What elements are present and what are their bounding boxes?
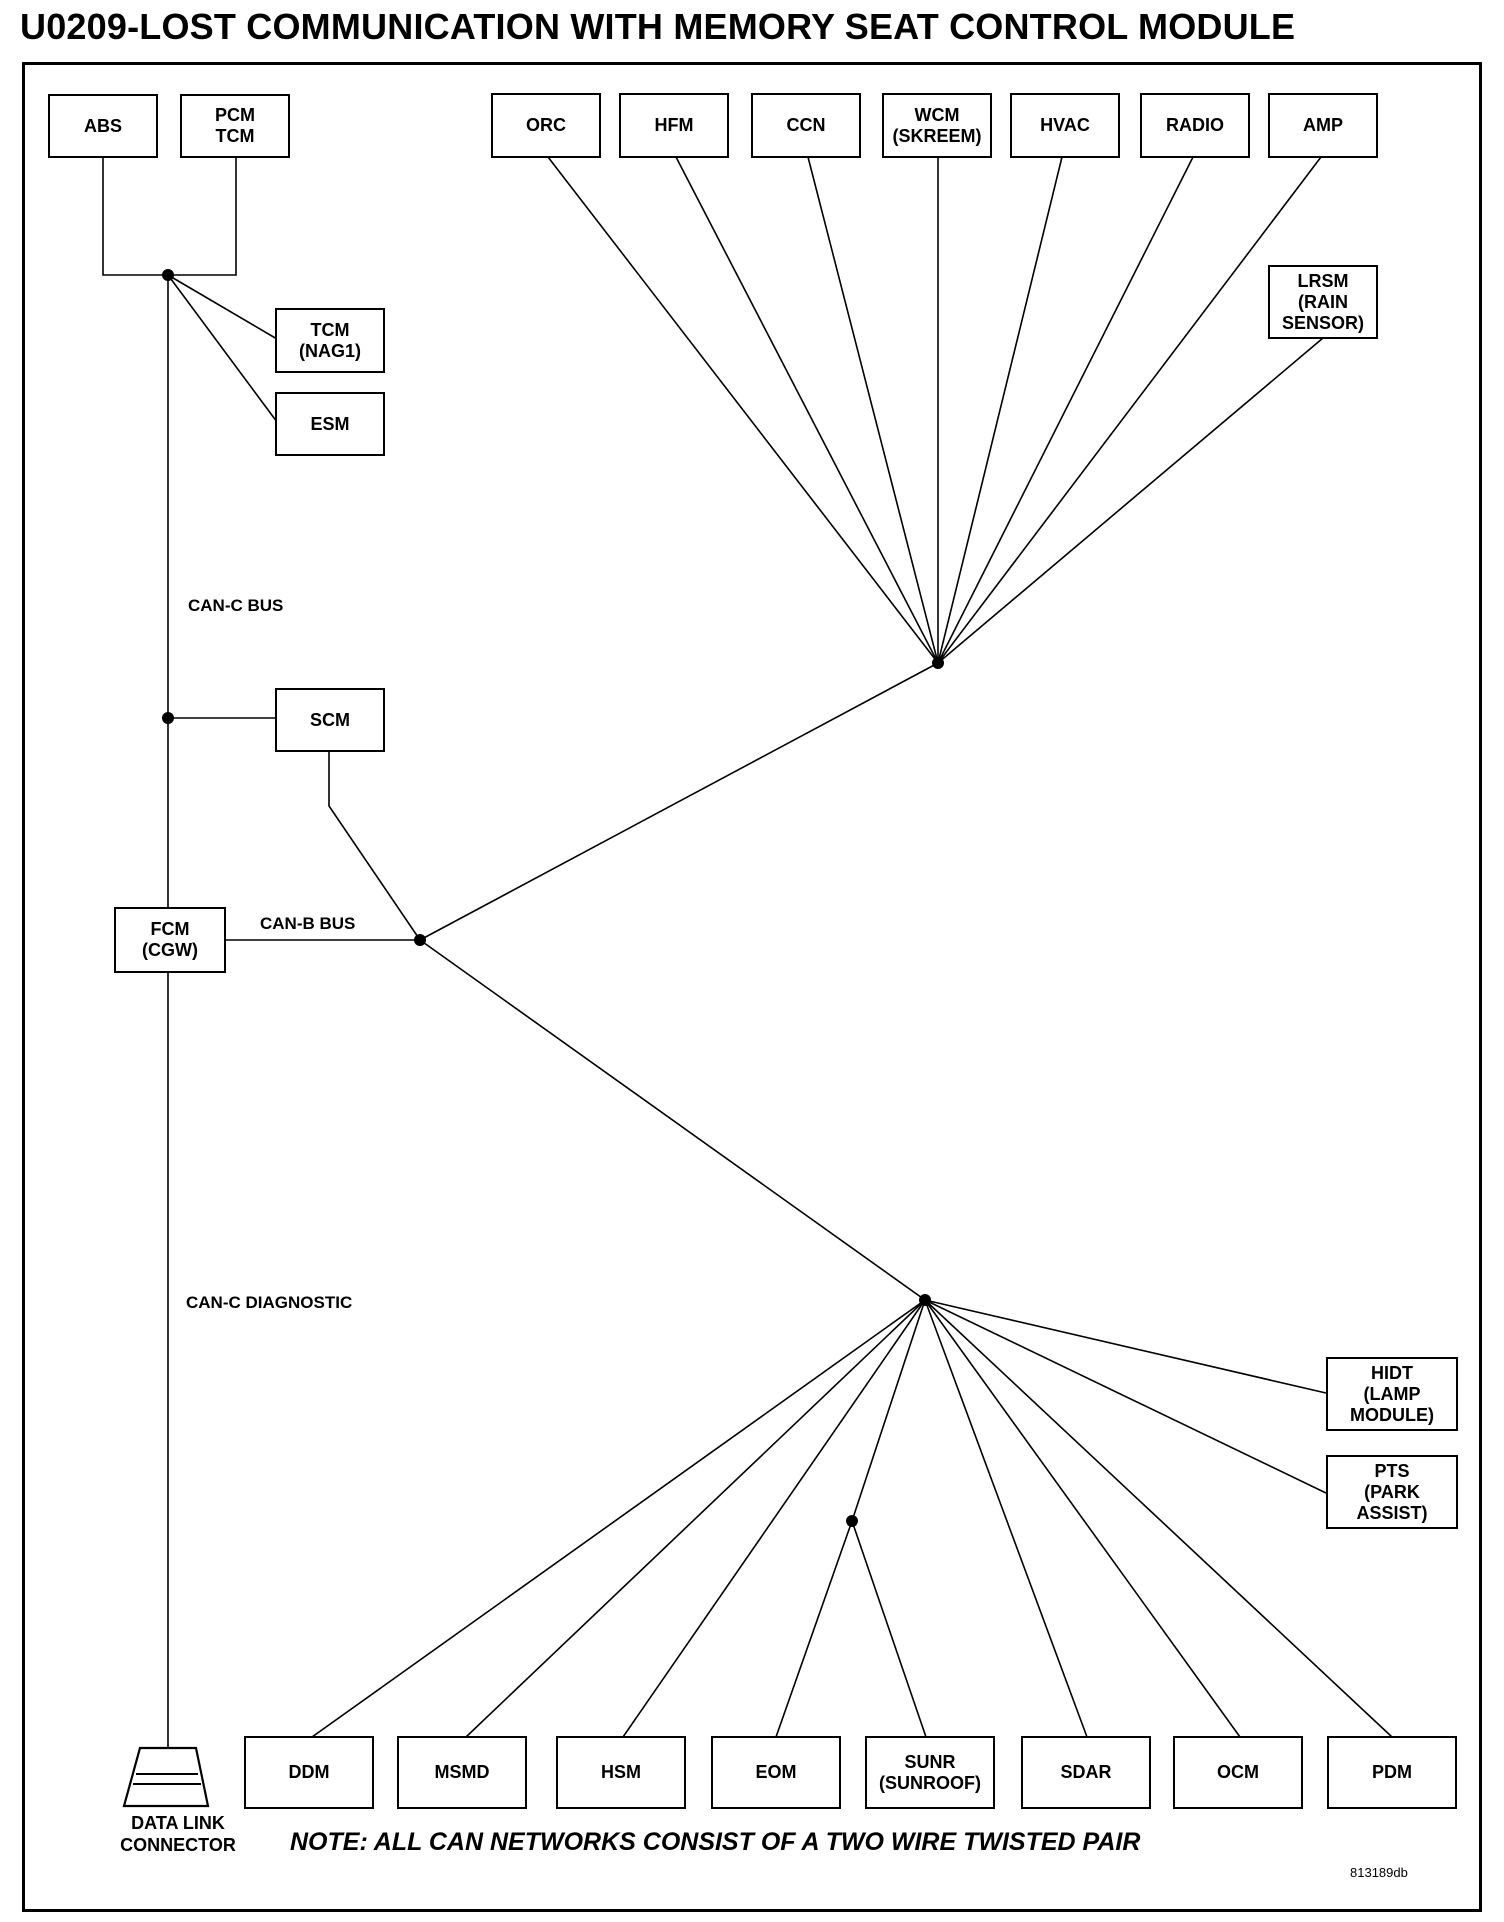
splice-can-c-top — [162, 269, 174, 281]
module-ocm[interactable]: OCM — [1173, 1736, 1303, 1809]
wire-eom-sunr-branch — [851, 1299, 926, 1522]
wire-hsm — [622, 1299, 926, 1738]
module-fcm-cgw[interactable]: FCM (CGW) — [114, 907, 226, 973]
module-orc[interactable]: ORC — [491, 93, 601, 158]
wire-radio — [937, 156, 1194, 664]
wire-abs — [102, 157, 168, 276]
note-text: NOTE: ALL CAN NETWORKS CONSIST OF A TWO … — [290, 1828, 1141, 1856]
module-pdm[interactable]: PDM — [1327, 1736, 1457, 1809]
module-hsm[interactable]: HSM — [556, 1736, 686, 1809]
splice-eom-sunr — [846, 1515, 858, 1527]
wire-msmd — [465, 1299, 926, 1738]
module-esm[interactable]: ESM — [275, 392, 385, 456]
module-hfm[interactable]: HFM — [619, 93, 729, 158]
module-hvac[interactable]: HVAC — [1010, 93, 1120, 158]
module-amp[interactable]: AMP — [1268, 93, 1378, 158]
splice-can-b — [414, 934, 426, 946]
wire-ddm — [311, 1299, 926, 1738]
splice-can-b-upper — [932, 657, 944, 669]
module-lrsm-rain-sensor[interactable]: LRSM (RAIN SENSOR) — [1268, 265, 1378, 339]
wire-pdm — [924, 1299, 1393, 1738]
module-tcm-nag1[interactable]: TCM (NAG1) — [275, 308, 385, 373]
can-b-bus-label: CAN-B BUS — [260, 914, 356, 933]
splice-can-b-lower — [919, 1294, 931, 1306]
wire-hvac — [937, 156, 1063, 664]
module-wcm-skreem[interactable]: WCM (SKREEM) — [882, 93, 992, 158]
diagram-frame — [22, 62, 1482, 1912]
can-b-upper-trunk — [419, 662, 939, 941]
module-pcm-tcm[interactable]: PCM TCM — [180, 94, 290, 158]
wire-eom — [775, 1520, 853, 1738]
wire-hidt — [924, 1299, 1327, 1394]
wire-amp — [937, 156, 1322, 664]
wire-ocm — [924, 1299, 1241, 1738]
module-eom[interactable]: EOM — [711, 1736, 841, 1809]
wire-tcm-nag1 — [167, 274, 278, 340]
module-msmd[interactable]: MSMD — [397, 1736, 527, 1809]
module-sunr-sunroof[interactable]: SUNR (SUNROOF) — [865, 1736, 995, 1809]
can-b-lower-trunk — [419, 939, 926, 1301]
wire-ccn — [807, 156, 939, 664]
wire-sdar — [924, 1299, 1088, 1738]
module-radio[interactable]: RADIO — [1140, 93, 1250, 158]
data-link-connector-icon — [122, 1746, 210, 1808]
module-hidt-lamp[interactable]: HIDT (LAMP MODULE) — [1326, 1357, 1458, 1431]
figure-id: 813189db — [1350, 1865, 1408, 1880]
module-ccn[interactable]: CCN — [751, 93, 861, 158]
can-c-bus-label: CAN-C BUS — [188, 596, 284, 615]
module-scm[interactable]: SCM — [275, 688, 385, 752]
data-link-connector-label: DATA LINK CONNECTOR — [120, 1813, 236, 1855]
wire-scm-canb — [328, 752, 421, 941]
module-ddm[interactable]: DDM — [244, 1736, 374, 1809]
module-pts-park-assist[interactable]: PTS (PARK ASSIST) — [1326, 1455, 1458, 1529]
page-title: U0209-LOST COMMUNICATION WITH MEMORY SEA… — [20, 6, 1296, 47]
module-abs[interactable]: ABS — [48, 94, 158, 158]
wire-esm — [167, 274, 278, 423]
wire-hfm — [675, 156, 939, 664]
splice-can-c-scm — [162, 712, 174, 724]
wire-pts — [924, 1299, 1327, 1494]
module-sdar[interactable]: SDAR — [1021, 1736, 1151, 1809]
can-c-diagnostic-label: CAN-C DIAGNOSTIC — [186, 1293, 353, 1312]
wire-sunr — [851, 1520, 927, 1738]
wire-pcm-tcm — [168, 157, 237, 276]
wire-orc — [547, 156, 939, 664]
wire-lrsm — [937, 337, 1324, 664]
